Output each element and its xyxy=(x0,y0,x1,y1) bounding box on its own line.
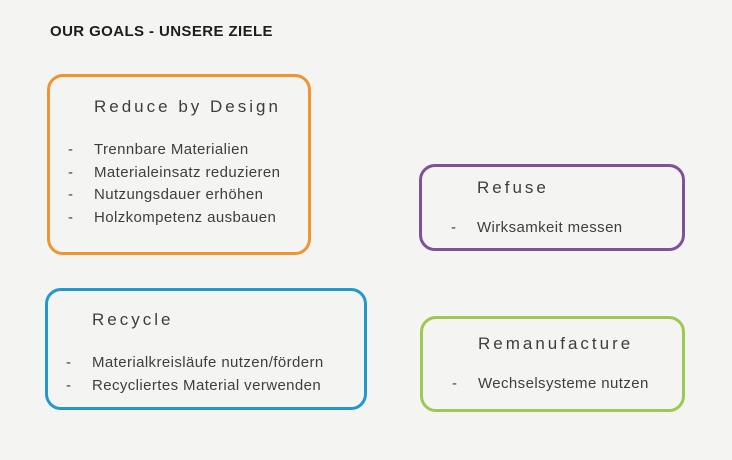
goal-item: - Trennbare Materialien xyxy=(68,139,308,162)
goal-item: - Wirksamkeit messen xyxy=(451,217,682,240)
goal-box-label: Refuse xyxy=(477,178,549,197)
goal-item-text: Nutzungsdauer erhöhen xyxy=(94,186,264,203)
goal-box-refuse: Refuse - Wirksamkeit messen xyxy=(419,164,685,251)
goal-item: - Holzkompetenz ausbauen xyxy=(68,207,308,230)
goal-item: - Wechselsysteme nutzen xyxy=(452,373,682,396)
bullet-dash: - xyxy=(68,186,74,203)
goal-item: - Recycliertes Material verwenden xyxy=(66,375,364,398)
goal-items-list: - Wirksamkeit messen xyxy=(422,217,682,240)
goal-item-text: Trennbare Materialien xyxy=(94,141,249,158)
goal-item-text: Materialeinsatz reduzieren xyxy=(94,163,281,181)
goal-item-text: Recycliertes Material verwenden xyxy=(92,376,322,394)
bullet-dash: - xyxy=(68,141,74,158)
goal-box-recycle: Recycle - Materialkreisläufe nutzen/förd… xyxy=(45,288,367,410)
bullet-dash: - xyxy=(68,163,74,181)
goal-items-list: - Wechselsysteme nutzen xyxy=(423,373,682,396)
goal-box-label: Reduce by Design xyxy=(94,97,281,116)
bullet-dash: - xyxy=(66,354,72,371)
goal-items-list: - Materialkreisläufe nutzen/fördern - Re… xyxy=(48,352,364,397)
bullet-dash: - xyxy=(66,376,72,394)
goal-box-remanufacture: Remanufacture - Wechselsysteme nutzen xyxy=(420,316,685,412)
goal-box-label: Remanufacture xyxy=(478,334,634,353)
goal-box-label: Recycle xyxy=(92,310,174,329)
goal-item-text: Wechselsysteme nutzen xyxy=(478,375,649,392)
goal-item-text: Wirksamkeit messen xyxy=(477,219,623,236)
goal-item: - Materialkreisläufe nutzen/fördern xyxy=(66,352,364,375)
goal-item: - Materialeinsatz reduzieren xyxy=(68,162,308,185)
bullet-dash: - xyxy=(452,375,458,392)
bullet-dash: - xyxy=(68,208,74,226)
goal-item: - Nutzungsdauer erhöhen xyxy=(68,184,308,207)
bullet-dash: - xyxy=(451,219,457,236)
goal-item-text: Materialkreisläufe nutzen/fördern xyxy=(92,354,324,371)
goal-box-reduce-by-design: Reduce by Design - Trennbare Materialien… xyxy=(47,74,311,255)
goal-items-list: - Trennbare Materialien - Materialeinsat… xyxy=(50,139,308,229)
slide-title: OUR GOALS - UNSERE ZIELE xyxy=(50,23,273,40)
goal-item-text: Holzkompetenz ausbauen xyxy=(94,208,277,226)
